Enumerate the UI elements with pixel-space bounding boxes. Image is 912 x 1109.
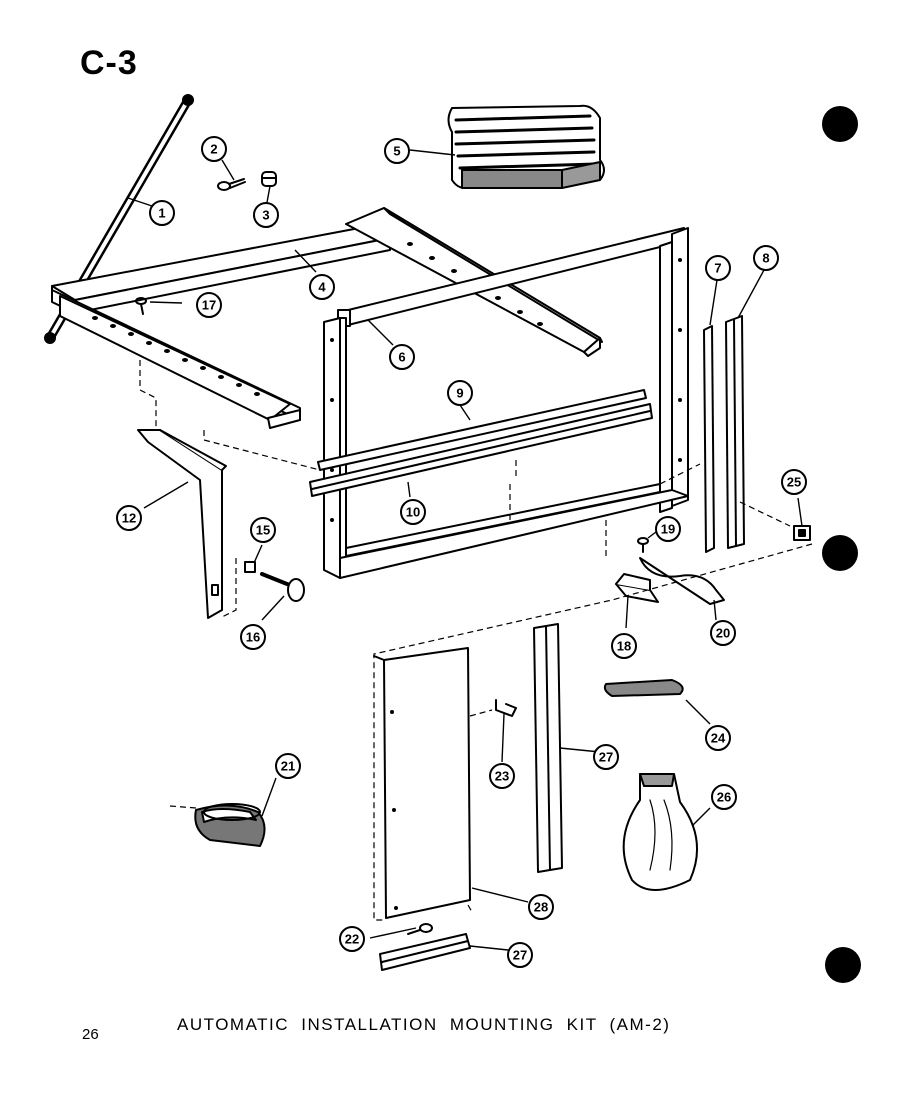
callout-bubble	[781, 469, 807, 495]
callout-bubble	[400, 499, 426, 525]
callout-3: 3	[262, 208, 269, 223]
page-number: 26	[82, 1026, 99, 1043]
callout-bubble	[149, 200, 175, 226]
callout-21: 21	[281, 759, 295, 774]
callout-7: 7	[714, 261, 721, 276]
part-side-strip-7	[703, 325, 715, 553]
page-label: C-3	[80, 44, 138, 82]
part-screw-22	[407, 923, 433, 935]
part-screw-19	[637, 537, 649, 553]
callout-17: 17	[202, 298, 216, 313]
part-clip-18	[615, 573, 659, 603]
part-foam-roll-21	[194, 803, 266, 847]
part-strip-27-bottom	[379, 933, 471, 971]
diagram-caption: AUTOMATIC INSTALLATION MOUNTING KIT (AM-…	[177, 1015, 671, 1034]
callout-2: 2	[210, 142, 217, 157]
part-foam-coil	[447, 104, 605, 189]
callout-25: 25	[787, 475, 801, 490]
callout-26: 26	[717, 790, 731, 805]
part-screw-17	[135, 297, 147, 315]
callout-bubble	[275, 753, 301, 779]
part-nut-15	[244, 561, 256, 573]
callout-bubble	[711, 784, 737, 810]
callout-bubble	[593, 744, 619, 770]
binder-hole-middle	[822, 535, 858, 571]
binder-hole-bottom	[825, 947, 861, 983]
part-strip-27-vertical	[533, 623, 563, 873]
callout-bubble	[389, 344, 415, 370]
callout-bubble	[384, 138, 410, 164]
callout-27-vertical: 27	[599, 750, 613, 765]
callout-22: 22	[345, 932, 359, 947]
callout-bubble	[489, 763, 515, 789]
callout-bubble	[240, 624, 266, 650]
callout-bubble	[528, 894, 554, 920]
part-small-foam-24	[603, 679, 684, 697]
callout-bubble	[253, 202, 279, 228]
part-screw-2	[217, 178, 246, 191]
callout-9: 9	[456, 386, 463, 401]
callout-12: 12	[122, 511, 136, 526]
callout-23: 23	[495, 769, 509, 784]
part-channel-9	[317, 389, 647, 471]
callout-24: 24	[711, 731, 726, 746]
callout-bubble	[611, 633, 637, 659]
callout-6: 6	[398, 350, 405, 365]
callout-bubble	[447, 380, 473, 406]
callout-19: 19	[661, 522, 675, 537]
callout-bubble	[250, 517, 276, 543]
part-hook-23	[495, 699, 517, 717]
part-square-clip-25	[793, 525, 811, 541]
part-left-side-rail	[51, 289, 301, 429]
callout-18: 18	[617, 639, 631, 654]
callout-bubble	[196, 292, 222, 318]
callout-bubble	[339, 926, 365, 952]
callout-27-bottom: 27	[513, 948, 527, 963]
callout-bubble	[507, 942, 533, 968]
part-wire-20	[639, 557, 725, 605]
part-bag-26	[622, 773, 699, 891]
callout-15: 15	[256, 523, 270, 538]
part-side-strip-8	[725, 315, 745, 549]
callout-bubble	[705, 725, 731, 751]
callout-28: 28	[534, 900, 548, 915]
part-main-frame	[323, 227, 689, 579]
callout-bubble	[201, 136, 227, 162]
part-nut-3	[261, 171, 277, 187]
part-support-bracket	[137, 429, 227, 619]
callout-bubble	[753, 245, 779, 271]
part-channel-10	[309, 403, 653, 497]
part-panel-28	[373, 647, 471, 919]
callout-bubble	[705, 255, 731, 281]
callout-8: 8	[762, 251, 769, 266]
callout-5: 5	[393, 144, 400, 159]
part-knob-bolt-16	[260, 572, 305, 602]
callout-bubble	[309, 274, 335, 300]
binder-hole-top	[822, 106, 858, 142]
callout-bubble	[116, 505, 142, 531]
callout-16: 16	[246, 630, 260, 645]
callout-bubble	[655, 516, 681, 542]
callout-bubble	[710, 620, 736, 646]
callout-1: 1	[158, 206, 165, 221]
callout-4: 4	[318, 280, 326, 295]
callout-10: 10	[406, 505, 420, 520]
callout-20: 20	[716, 626, 730, 641]
